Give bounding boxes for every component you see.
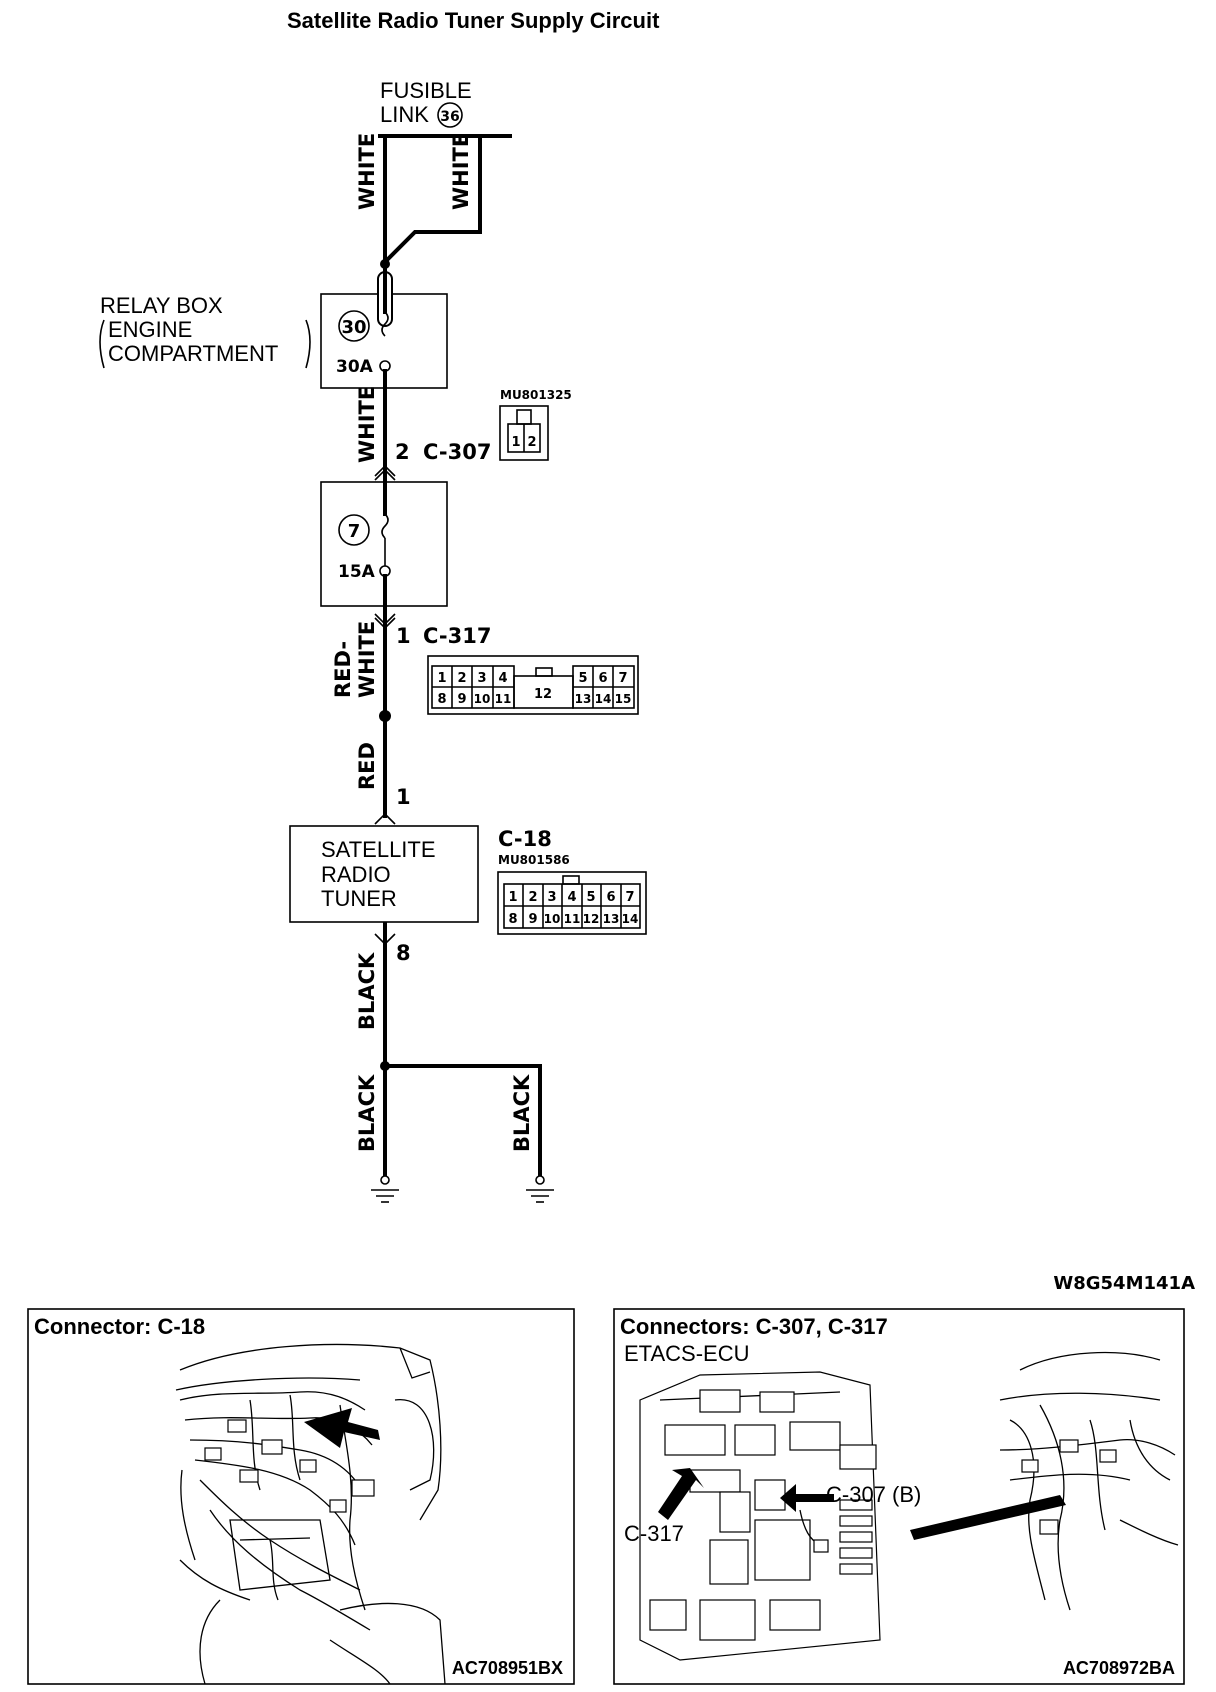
connector-c317-name: C-317 <box>423 624 491 648</box>
tuner-label-1: SATELLITE <box>321 837 436 862</box>
connector-c18-pin-1: 1 <box>508 890 517 905</box>
connector-c317-pin-1: 1 <box>437 671 446 686</box>
connector-c307-pin-1: 1 <box>511 435 520 450</box>
wire-label-black-3: BLACK <box>510 1074 534 1152</box>
fusible-link-label-1: FUSIBLE <box>380 78 472 103</box>
wire-label-red-white-1: RED- <box>331 641 355 698</box>
relay-box-label-2: ENGINE <box>108 317 192 342</box>
connector-c18-face <box>497 871 647 935</box>
tuner-label-2: RADIO <box>321 862 391 887</box>
connector-c18-pin-7: 7 <box>625 890 634 905</box>
connector-c18-part: MU801586 <box>498 853 570 867</box>
fuse-7-rating: 15A <box>338 562 376 582</box>
connector-c317-pin-15: 15 <box>615 692 632 706</box>
connector-c317-pin-10: 10 <box>474 692 491 706</box>
panel-connector-c18 <box>27 1308 575 1685</box>
connector-c317-pin-14: 14 <box>595 692 612 706</box>
connector-c317-pin-3: 3 <box>477 671 486 686</box>
connector-c307-face <box>499 405 549 461</box>
satellite-radio-tuner <box>289 825 479 923</box>
ground-symbol-1 <box>371 1175 399 1203</box>
connector-c317-pin-2: 2 <box>457 671 466 686</box>
connector-c18-pin-11: 11 <box>564 912 581 926</box>
connector-c18-pin-4: 4 <box>567 890 576 905</box>
tuner-label-3: TUNER <box>321 886 397 911</box>
connector-c317-arrow-2 <box>374 617 396 630</box>
connector-c18-pin-13: 13 <box>603 912 620 926</box>
connector-c307-name: C-307 <box>423 440 491 464</box>
fuse-7-symbol <box>381 513 389 539</box>
bracket-left <box>99 319 105 369</box>
fusible-link-label-2: LINK <box>380 102 429 127</box>
connector-c18-pin-14: 14 <box>622 912 639 926</box>
connector-c307-pin-2: 2 <box>527 435 536 450</box>
fuse-7-number: 7 <box>348 521 361 542</box>
wire-label-red-white-2: WHITE <box>355 621 379 698</box>
panel-connectors-c307-c317 <box>613 1308 1185 1685</box>
connector-c317-pin-6: 6 <box>598 671 607 686</box>
connector-c18-pin-12: 12 <box>583 912 600 926</box>
fusible-link-number: 36 <box>440 109 459 125</box>
wire-label-red: RED <box>355 742 379 790</box>
panel-right-subtitle: ETACS-ECU <box>624 1341 750 1366</box>
dashboard-harness-illustration <box>175 1343 446 1685</box>
connector-c18-arrow-in <box>374 812 396 825</box>
connector-c317-pin-9: 9 <box>457 692 466 707</box>
connector-c18-name: C-18 <box>498 827 552 851</box>
relay-box-label-1: RELAY BOX <box>100 293 223 318</box>
connector-c317-arrow <box>374 613 396 626</box>
panel-right-code: AC708972BA <box>1063 1658 1175 1678</box>
wire-label-black-2: BLACK <box>355 1074 379 1152</box>
connector-c317-face <box>427 655 639 715</box>
connector-c317-pin-4: 4 <box>498 671 507 686</box>
connector-c317-pin: 1 <box>396 624 411 648</box>
label-c307-b: C-307 (B) <box>826 1482 921 1507</box>
connector-c317-pin-7: 7 <box>618 671 627 686</box>
bracket-right <box>305 319 311 369</box>
fuse-30-symbol <box>381 311 389 337</box>
fuse-30-number-circle <box>338 310 370 342</box>
page-title: Satellite Radio Tuner Supply Circuit <box>287 8 660 33</box>
wire-label-white-1: WHITE <box>355 133 379 210</box>
connector-c18-pin-out: 8 <box>396 941 411 965</box>
wire-label-white-3: WHITE <box>355 386 379 463</box>
connector-c307-pin: 2 <box>395 440 410 464</box>
connector-c18-pin-10: 10 <box>544 912 561 926</box>
wire-label-white-2: WHITE <box>449 133 473 210</box>
connector-c18-pin-2: 2 <box>528 890 537 905</box>
connector-c18-pin-5: 5 <box>586 890 595 905</box>
wire-white-right <box>382 134 482 265</box>
relay-box-label-3: COMPARTMENT <box>108 341 278 366</box>
wire-black-branch <box>383 1064 542 1180</box>
fuse-30-rating: 30A <box>336 357 374 377</box>
connector-c18-pin-6: 6 <box>606 890 615 905</box>
fuse-30-number: 30 <box>341 317 366 338</box>
connector-c317-pin-13: 13 <box>575 692 592 706</box>
panel-left-code: AC708951BX <box>452 1658 563 1678</box>
connector-c317-pin-12: 12 <box>534 687 552 702</box>
connector-c18-pin-in: 1 <box>396 785 411 809</box>
fusible-link-number-circle <box>437 102 463 128</box>
panel-right-title: Connectors: C-307, C-317 <box>620 1314 888 1339</box>
connector-c18-pin-3: 3 <box>547 890 556 905</box>
wire-label-black-1: BLACK <box>355 952 379 1030</box>
connector-c317-pin-11: 11 <box>495 692 512 706</box>
diagram-code: W8G54M141A <box>1053 1273 1195 1294</box>
ground-symbol-2 <box>526 1175 554 1203</box>
etacs-ecu-illustration <box>639 1351 1179 1661</box>
connector-c317-pin-5: 5 <box>578 671 587 686</box>
connector-c307-part: MU801325 <box>500 388 572 402</box>
label-c317: C-317 <box>624 1521 684 1546</box>
fuse-7-number-circle <box>338 514 370 546</box>
connector-c307-lock <box>516 409 532 425</box>
panel-left-title: Connector: C-18 <box>34 1314 205 1339</box>
connector-c18-pin-9: 9 <box>528 912 537 927</box>
connector-c307-arrow <box>374 464 396 477</box>
connector-c18-pin-8: 8 <box>508 912 517 927</box>
connector-c317-pin-8: 8 <box>437 692 446 707</box>
